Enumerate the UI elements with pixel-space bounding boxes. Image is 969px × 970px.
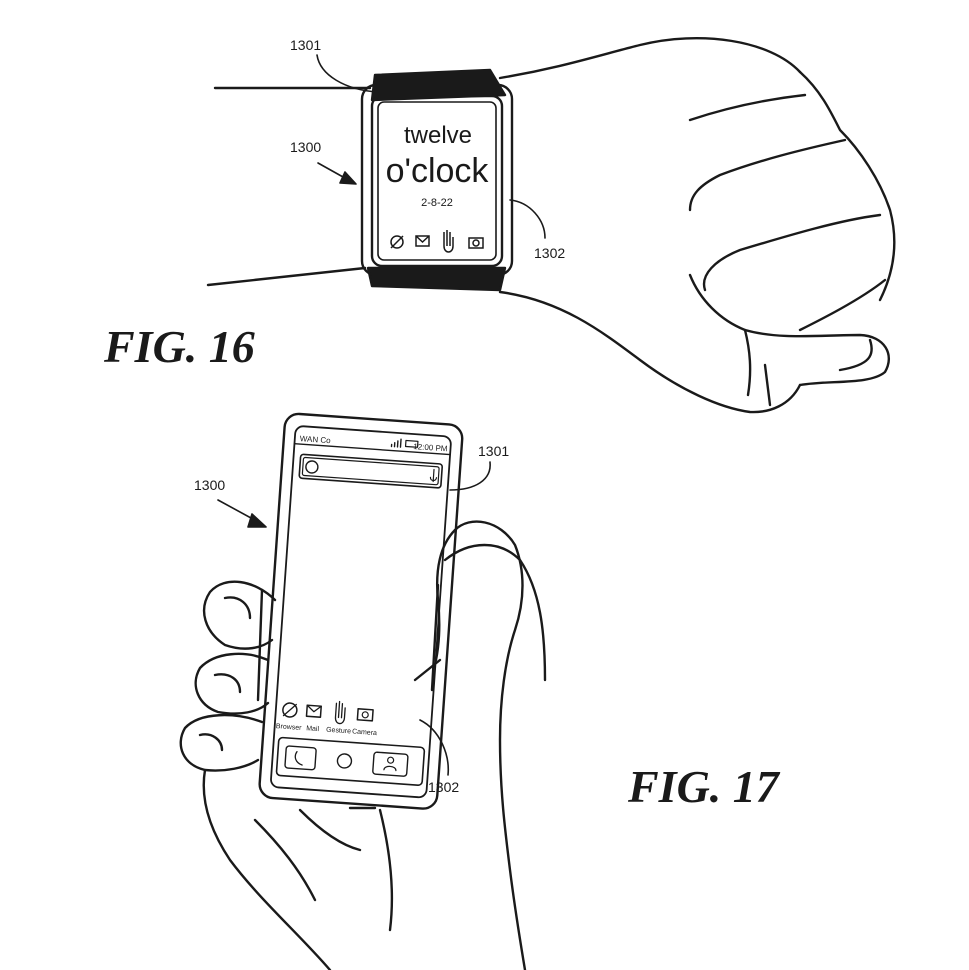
gesture-icon xyxy=(443,230,454,253)
ref-1301-fig17: 1301 xyxy=(478,443,509,459)
camera-icon xyxy=(468,237,484,249)
ref-1300-fig16: 1300 xyxy=(290,139,321,155)
gesture-icon xyxy=(334,700,346,725)
fig16-watch xyxy=(360,68,514,292)
phone-carrier: WAN Co xyxy=(300,434,332,445)
phone-icon xyxy=(284,745,317,771)
watch-icon-row xyxy=(390,230,484,253)
home-icon xyxy=(336,753,353,769)
ref-1300-fig17: 1300 xyxy=(194,477,225,493)
browser-icon xyxy=(390,235,404,249)
fig16-arm xyxy=(206,36,896,414)
phone-clock: 12:00 PM xyxy=(413,442,448,453)
app-label-browser: Browser xyxy=(276,723,303,732)
browser-icon xyxy=(282,702,298,718)
contacts-icon xyxy=(372,751,409,777)
fig17-phone xyxy=(256,412,464,810)
watch-time-line1: twelve xyxy=(404,122,472,149)
fig17-caption: FIG. 17 xyxy=(627,761,781,812)
app-label-gesture: Gesture xyxy=(326,727,351,736)
app-label-mail: Mail xyxy=(306,725,320,733)
ref-1302-fig16: 1302 xyxy=(534,245,565,261)
ref-1301-fig16: 1301 xyxy=(290,37,321,53)
watch-time-line2: o'clock xyxy=(386,152,490,190)
mail-icon xyxy=(415,235,430,247)
camera-icon xyxy=(356,708,374,722)
ref-1302-fig17: 1302 xyxy=(428,779,459,795)
fig16-caption: FIG. 16 xyxy=(103,321,255,372)
watch-date: 2-8-22 xyxy=(421,197,453,209)
app-label-camera: Camera xyxy=(352,728,377,737)
leader-lines xyxy=(217,54,546,776)
fig17-hand xyxy=(179,520,547,970)
mail-icon xyxy=(305,704,322,718)
